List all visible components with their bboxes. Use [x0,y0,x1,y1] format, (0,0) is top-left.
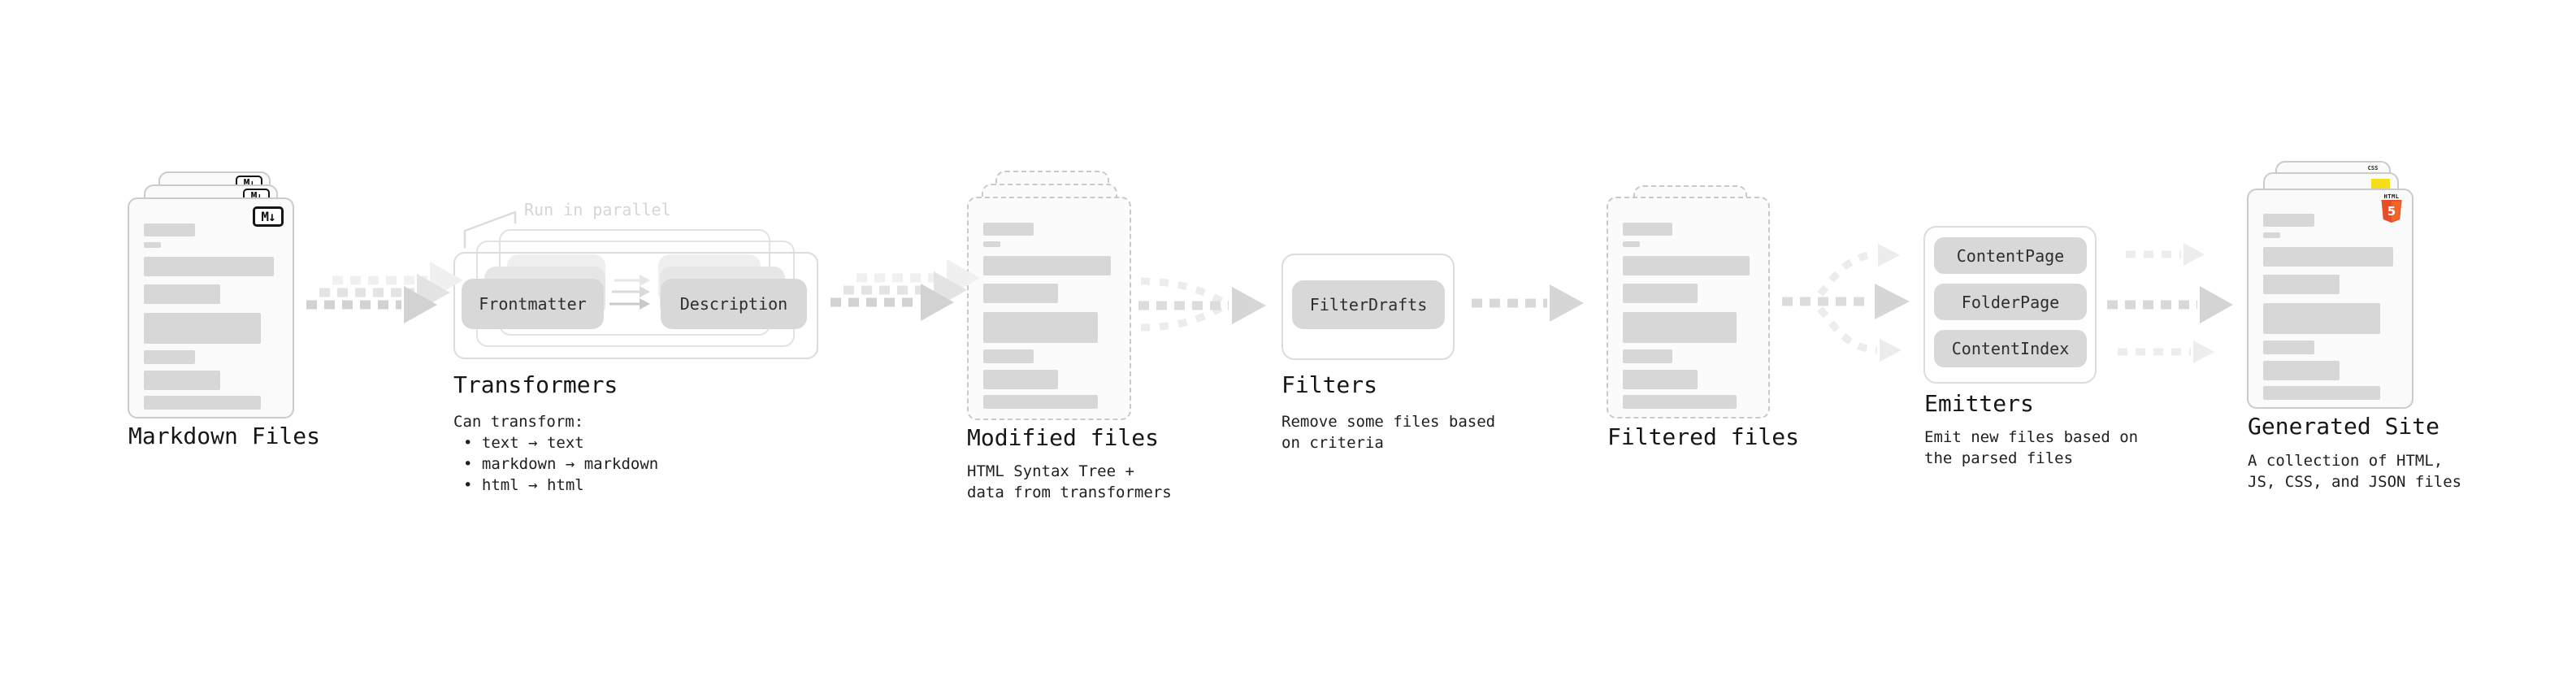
modified-file-card-front [967,197,1131,420]
skeleton-text-lines [1623,223,1754,409]
css-icon-label: CSS [2367,165,2379,171]
generated-file-card-html: HTML 5 [2247,189,2413,409]
modified-files-label: Modified files [967,424,1160,451]
generated-site-label: Generated Site [2248,413,2440,440]
markdown-files-label: Markdown Files [128,423,321,449]
generated-site-subtitle: A collection of HTML, JS, CSS, and JSON … [2248,452,2462,491]
skeleton-text-lines [2263,214,2397,400]
markdown-file-card-front: M↓ [128,197,294,419]
filters-title: Filters [1281,371,1378,398]
transformers-title: Transformers [453,371,618,398]
markdown-icon: M↓ [253,206,284,227]
folderpage-pill: FolderPage [1934,284,2087,320]
arrow-modified-to-filters-merge [1138,277,1266,332]
frontmatter-pill: Frontmatter [462,279,604,329]
filterdrafts-pill-label: FilterDrafts [1309,295,1428,314]
transformers-subtitle: Can transform: [453,413,584,431]
contentpage-pill-label: ContentPage [1956,245,2065,266]
html5-icon-label: HTML [2383,193,2400,200]
arrow-emitters-to-generated-middle [2107,286,2233,323]
svg-text:5: 5 [2387,204,2396,219]
skeleton-text-lines [983,223,1115,409]
description-pill-label: Description [679,294,788,314]
contentindex-pill-label: ContentIndex [1951,339,2070,358]
arrow-markdown-to-transformers [306,262,463,323]
html5-icon: HTML 5 [2381,193,2402,226]
skeleton-text-lines [144,223,278,410]
bullet-markdown-to-markdown: • markdown → markdown [463,455,659,473]
transformer-card-front [453,252,818,359]
description-pill: Description [661,279,807,329]
emitters-subtitle: Emit new files based on the parsed files [1924,428,2139,467]
arrow-transformers-to-modified [830,259,980,321]
arrow-emitters-to-generated-bottom [2118,340,2214,363]
bullet-html-to-html: • html → html [463,476,584,494]
filters-subtitle: Remove some files based on criteria [1281,413,1496,452]
bullet-text-to-text: • text → text [463,434,584,452]
frontmatter-pill-label: Frontmatter [479,294,587,314]
filtered-files-label: Filtered files [1607,423,1800,450]
arrow-filters-to-filtered [1472,284,1584,322]
run-in-parallel-callout: Run in parallel [524,200,671,219]
contentindex-pill: ContentIndex [1934,330,2087,367]
arrow-emitters-to-generated-top [2126,243,2205,266]
filtered-file-card-front [1607,197,1770,419]
modified-files-subtitle: HTML Syntax Tree + data from transformer… [967,462,1172,501]
markdown-icon-glyph: M↓ [261,209,275,224]
folderpage-pill-label: FolderPage [1961,292,2060,312]
arrow-filtered-to-emitters-split [1782,244,1910,362]
filterdrafts-pill: FilterDrafts [1292,280,1445,329]
html5-shield: 5 [2381,200,2402,223]
emitters-title: Emitters [1924,390,2034,417]
contentpage-pill: ContentPage [1934,237,2087,274]
transformers-bullet-list: • text → text • markdown → markdown • ht… [463,432,658,496]
js-file-icon [2371,179,2390,189]
